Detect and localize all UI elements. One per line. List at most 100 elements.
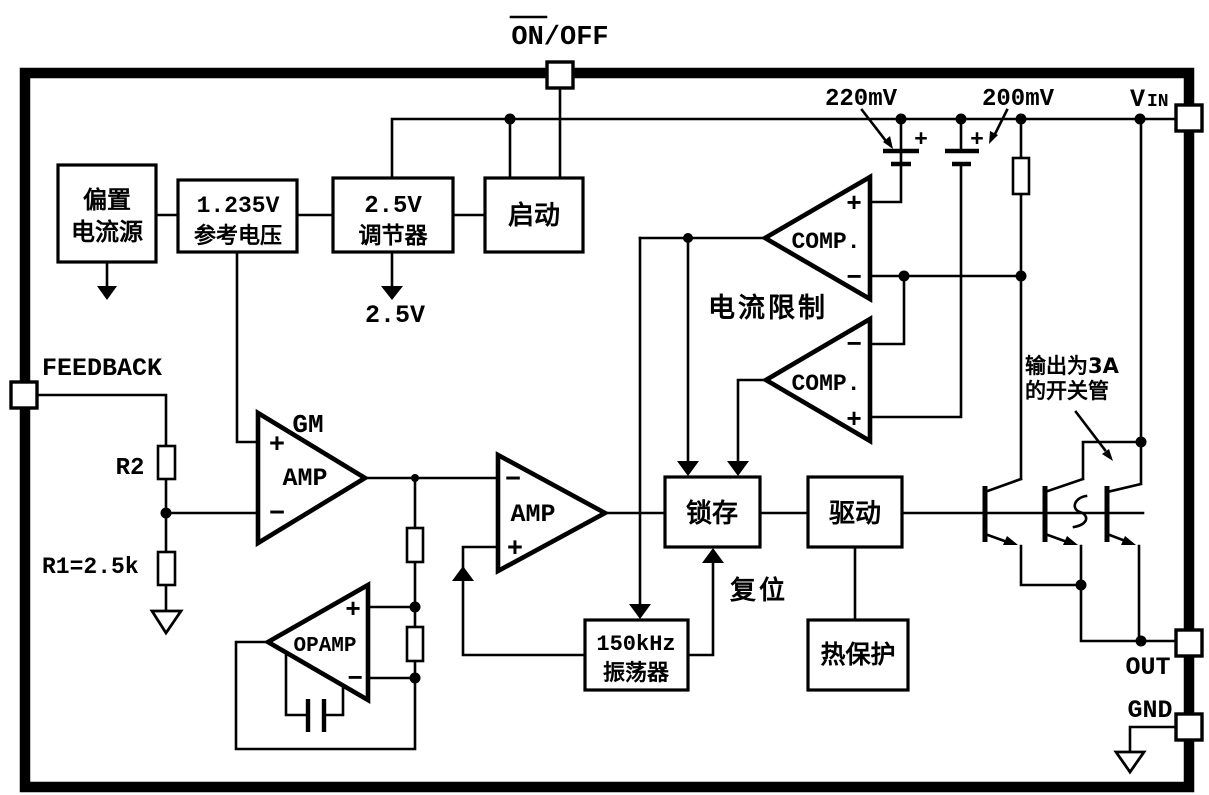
pwm-amp-plus-sign: + bbox=[507, 535, 523, 565]
resistor-comp-b bbox=[405, 625, 425, 663]
pin-vin bbox=[1174, 103, 1204, 133]
pin-out bbox=[1174, 628, 1204, 658]
resistor-r2 bbox=[156, 444, 177, 481]
battery220-plates bbox=[883, 148, 919, 167]
switch-note-label-2: 的开关管 bbox=[1025, 379, 1109, 403]
pwm-amp-triangle bbox=[495, 451, 610, 575]
comp-lower-body: COMP. bbox=[791, 371, 860, 397]
junction-dots bbox=[160, 113, 1147, 684]
arrow-note-200mv bbox=[989, 131, 998, 144]
arrow-note-switch bbox=[1102, 449, 1113, 461]
opamp-plus-sign: + bbox=[345, 595, 361, 625]
ref-block-label-2: 参考电压 bbox=[194, 223, 282, 249]
osc-block-label-2: 振荡器 bbox=[603, 660, 670, 686]
wire-comp1-output bbox=[638, 236, 767, 465]
wire-t2-collector-emitter bbox=[1043, 440, 1179, 643]
bias-block-label-2: 电流源 bbox=[71, 218, 143, 246]
arrow-note-220mv bbox=[883, 136, 893, 149]
vin-pin-label-in: IN bbox=[1147, 92, 1169, 112]
wire-osc-to-amp-plus bbox=[461, 545, 587, 657]
bias-block-label-1: 偏置 bbox=[83, 186, 131, 214]
out-pin-label: OUT bbox=[1125, 653, 1170, 682]
base-squiggle bbox=[1072, 494, 1088, 529]
labels: ON/OFF 220mV 200mV V IN FEEDBACK R2 R1=2… bbox=[42, 23, 1173, 725]
block-regulator-2v5 bbox=[331, 176, 455, 254]
comparator-lower-triangle bbox=[761, 314, 873, 446]
reg-block-label-2: 调节器 bbox=[359, 223, 429, 249]
block-thermal-protection bbox=[806, 618, 910, 692]
arrow-comp1-into-latch bbox=[677, 461, 699, 476]
comparator-upper-triangle bbox=[760, 173, 873, 303]
wire-ref-to-gm-plus bbox=[235, 250, 260, 444]
pin-feedback bbox=[9, 380, 39, 410]
arrow-2v5-down bbox=[381, 286, 403, 300]
resistor-collector-pullup bbox=[1011, 156, 1031, 196]
ground-symbol-gnd bbox=[1113, 750, 1147, 775]
ground-symbol-feedback bbox=[149, 609, 184, 636]
current-limit-label: 电流限制 bbox=[708, 293, 828, 324]
ref-block-label-1: 1.235V bbox=[197, 193, 280, 219]
arrowheads bbox=[97, 131, 1136, 619]
battery220-plus-sign: + bbox=[914, 127, 928, 153]
reset-label: 复位 bbox=[730, 575, 788, 606]
startup-block-label: 启动 bbox=[508, 200, 560, 231]
wire-reset bbox=[686, 560, 715, 657]
block-oscillator bbox=[583, 618, 690, 692]
transistor-bars bbox=[982, 486, 1110, 542]
block-bias-current-source bbox=[56, 163, 158, 264]
gm-amp-body: AMP bbox=[282, 464, 327, 493]
opamp-minus-sign: − bbox=[347, 664, 363, 694]
r2-label: R2 bbox=[116, 455, 145, 482]
latch-block-label: 锁存 bbox=[686, 498, 738, 529]
wire-t1-collector-emitter bbox=[983, 477, 1083, 587]
gm-plus-sign: + bbox=[269, 431, 285, 461]
threshold-200mv-label: 200mV bbox=[982, 86, 1055, 113]
thermal-block-label: 热保护 bbox=[820, 640, 895, 669]
block-startup bbox=[483, 176, 585, 254]
wire-comp2-minus-drop bbox=[868, 274, 906, 346]
pin-on-off bbox=[545, 60, 575, 90]
arrow-osc-into-amp-plus bbox=[452, 566, 474, 581]
vin-pin-label-v: V bbox=[1130, 85, 1145, 114]
comp-upper-plus-sign: + bbox=[846, 189, 862, 219]
battery200-plus-sign: + bbox=[970, 127, 984, 153]
osc-block-label-1: 150kHz bbox=[596, 632, 675, 657]
resistor-r1 bbox=[156, 550, 177, 587]
opamp-body: OPAMP bbox=[293, 635, 356, 658]
block-voltage-reference bbox=[176, 178, 299, 254]
onoff-pin-label: ON/OFF bbox=[511, 23, 608, 53]
capacitor-plates bbox=[305, 699, 327, 732]
gm-amp-title: GM bbox=[292, 410, 323, 440]
regulator-output-label: 2.5V bbox=[365, 301, 425, 330]
gm-amp-triangle bbox=[255, 408, 370, 548]
wire-t3-collector-emitter bbox=[1105, 117, 1143, 643]
wire-battery200-leads bbox=[868, 117, 963, 419]
note-arrow-line-220 bbox=[860, 108, 888, 143]
wire-top-vin-rail bbox=[390, 117, 1179, 180]
chip-boundary bbox=[19, 67, 1195, 793]
pin-gnd bbox=[1174, 712, 1204, 742]
pwm-amp-body: AMP bbox=[510, 500, 555, 529]
block-latch bbox=[663, 475, 762, 549]
wire-gnd-net bbox=[1128, 725, 1179, 754]
r1-label: R1=2.5k bbox=[42, 554, 139, 580]
comp-upper-minus-sign: − bbox=[846, 263, 862, 293]
threshold-220mv-label: 220mV bbox=[825, 86, 898, 113]
reg-block-label-1: 2.5V bbox=[364, 193, 422, 220]
comp-lower-minus-sign: − bbox=[846, 330, 862, 360]
arrow-bias-down bbox=[97, 286, 117, 300]
driver-block-label: 驱动 bbox=[829, 499, 881, 529]
gnd-pin-label: GND bbox=[1127, 696, 1172, 725]
battery200-plates bbox=[945, 148, 979, 167]
note-arrow-line-3a bbox=[1074, 410, 1107, 452]
arrow-into-oscillator bbox=[629, 604, 651, 619]
note-arrow-line-200 bbox=[993, 108, 1009, 136]
feedback-pin-label: FEEDBACK bbox=[42, 354, 162, 383]
arrow-t1-emitter bbox=[1003, 536, 1018, 545]
arrow-t2-emitter bbox=[1063, 536, 1078, 545]
wire-cap-leads bbox=[284, 651, 345, 717]
comp-lower-plus-sign: + bbox=[846, 405, 862, 435]
opamp-triangle bbox=[263, 581, 371, 704]
wire-comp2-output bbox=[736, 378, 768, 465]
